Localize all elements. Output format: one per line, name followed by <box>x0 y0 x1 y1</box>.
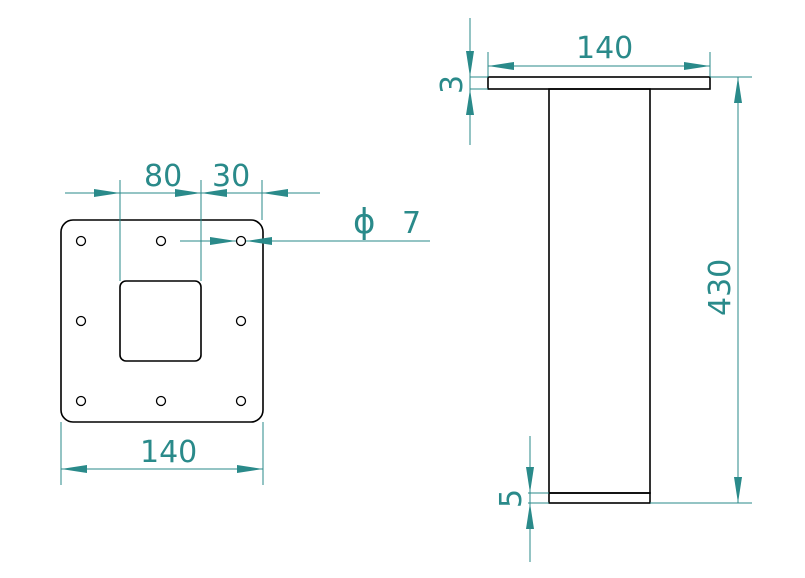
dimension-label-430: 430 <box>703 259 738 316</box>
mounting-hole <box>235 395 247 407</box>
dimension-plate-thickness: 3 <box>435 18 488 145</box>
dimension-arrow <box>237 465 263 473</box>
dimension-arrow <box>175 189 201 197</box>
dimension-height: 430 <box>650 76 752 504</box>
foot-plate-outline <box>548 492 651 504</box>
dimension-label-3: 3 <box>435 75 470 94</box>
mounting-hole <box>75 315 87 327</box>
diameter-symbol: ϕ <box>353 202 375 242</box>
dimension-hole-diameter: ϕ 7 <box>180 202 430 245</box>
mounting-hole <box>75 395 87 407</box>
mounting-hole <box>235 315 247 327</box>
base-plate-outline <box>60 219 264 423</box>
dimension-arrow <box>734 77 742 103</box>
dimension-arrow <box>526 503 534 529</box>
dimension-arrow <box>246 237 272 245</box>
dimension-foot-thickness: 5 <box>494 436 549 562</box>
dimension-arrow <box>488 62 514 70</box>
dimension-plate-width: 140 <box>60 422 264 485</box>
dimension-arrow <box>94 189 120 197</box>
dimension-arrow <box>684 62 710 70</box>
top-view: 80 30 ϕ 7 140 <box>60 159 430 485</box>
dimension-top-plate-width: 140 <box>487 31 711 77</box>
dimension-label-5: 5 <box>494 489 529 508</box>
dimension-label-30: 30 <box>212 159 250 194</box>
dimension-label-140-bottom: 140 <box>140 435 197 470</box>
side-view: 140 3 430 5 <box>435 18 752 562</box>
dimension-label-80: 80 <box>144 159 182 194</box>
mounting-hole <box>75 235 87 247</box>
square-tube-opening <box>119 280 202 362</box>
mounting-hole <box>155 235 167 247</box>
dimension-label-140-top: 140 <box>576 31 633 66</box>
dimension-arrow <box>734 477 742 503</box>
post-outline <box>548 88 651 494</box>
dimension-arrow <box>61 465 87 473</box>
dimension-inner-width: 80 30 <box>65 159 320 281</box>
mounting-hole <box>155 395 167 407</box>
dimension-label-diameter: 7 <box>402 206 421 241</box>
dimension-arrow <box>262 189 288 197</box>
dimension-arrow <box>201 189 227 197</box>
dimension-arrow <box>210 237 236 245</box>
dimension-arrow <box>526 467 534 493</box>
dimension-arrow <box>466 51 474 77</box>
dimension-arrow <box>466 89 474 115</box>
top-plate-outline <box>487 76 711 90</box>
mounting-hole <box>235 235 247 247</box>
